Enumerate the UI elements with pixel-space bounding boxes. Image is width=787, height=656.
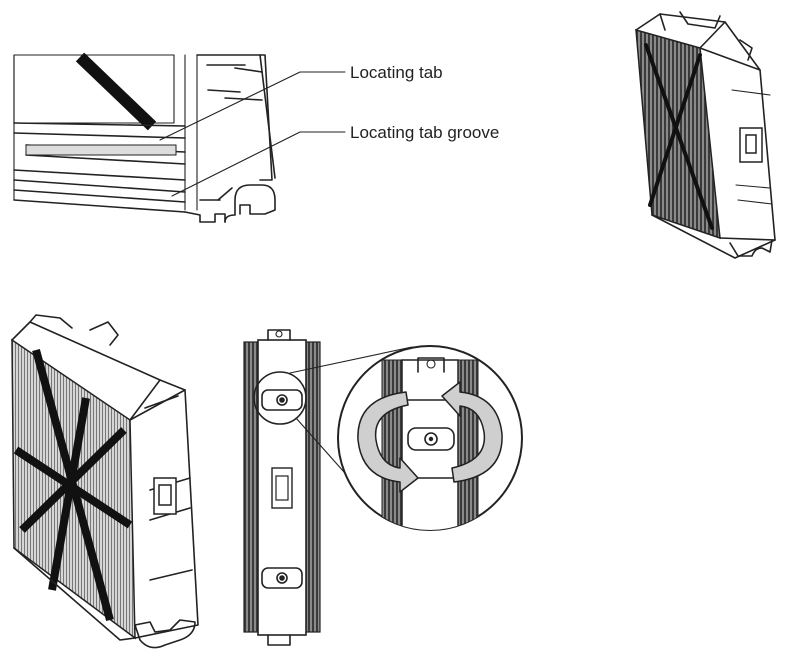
locating-tab-label: Locating tab (350, 63, 443, 82)
locating-tab-groove-label: Locating tab groove (350, 123, 499, 142)
filter-edge-view (243, 329, 413, 646)
filter-angled-view (11, 314, 199, 649)
filter-overview-small (635, 11, 776, 259)
locating-tab-detail: Locating tab Locating tab groove (13, 52, 499, 223)
rotate-arrows-icon (357, 381, 503, 493)
latch-rotation-zoom (337, 345, 523, 531)
